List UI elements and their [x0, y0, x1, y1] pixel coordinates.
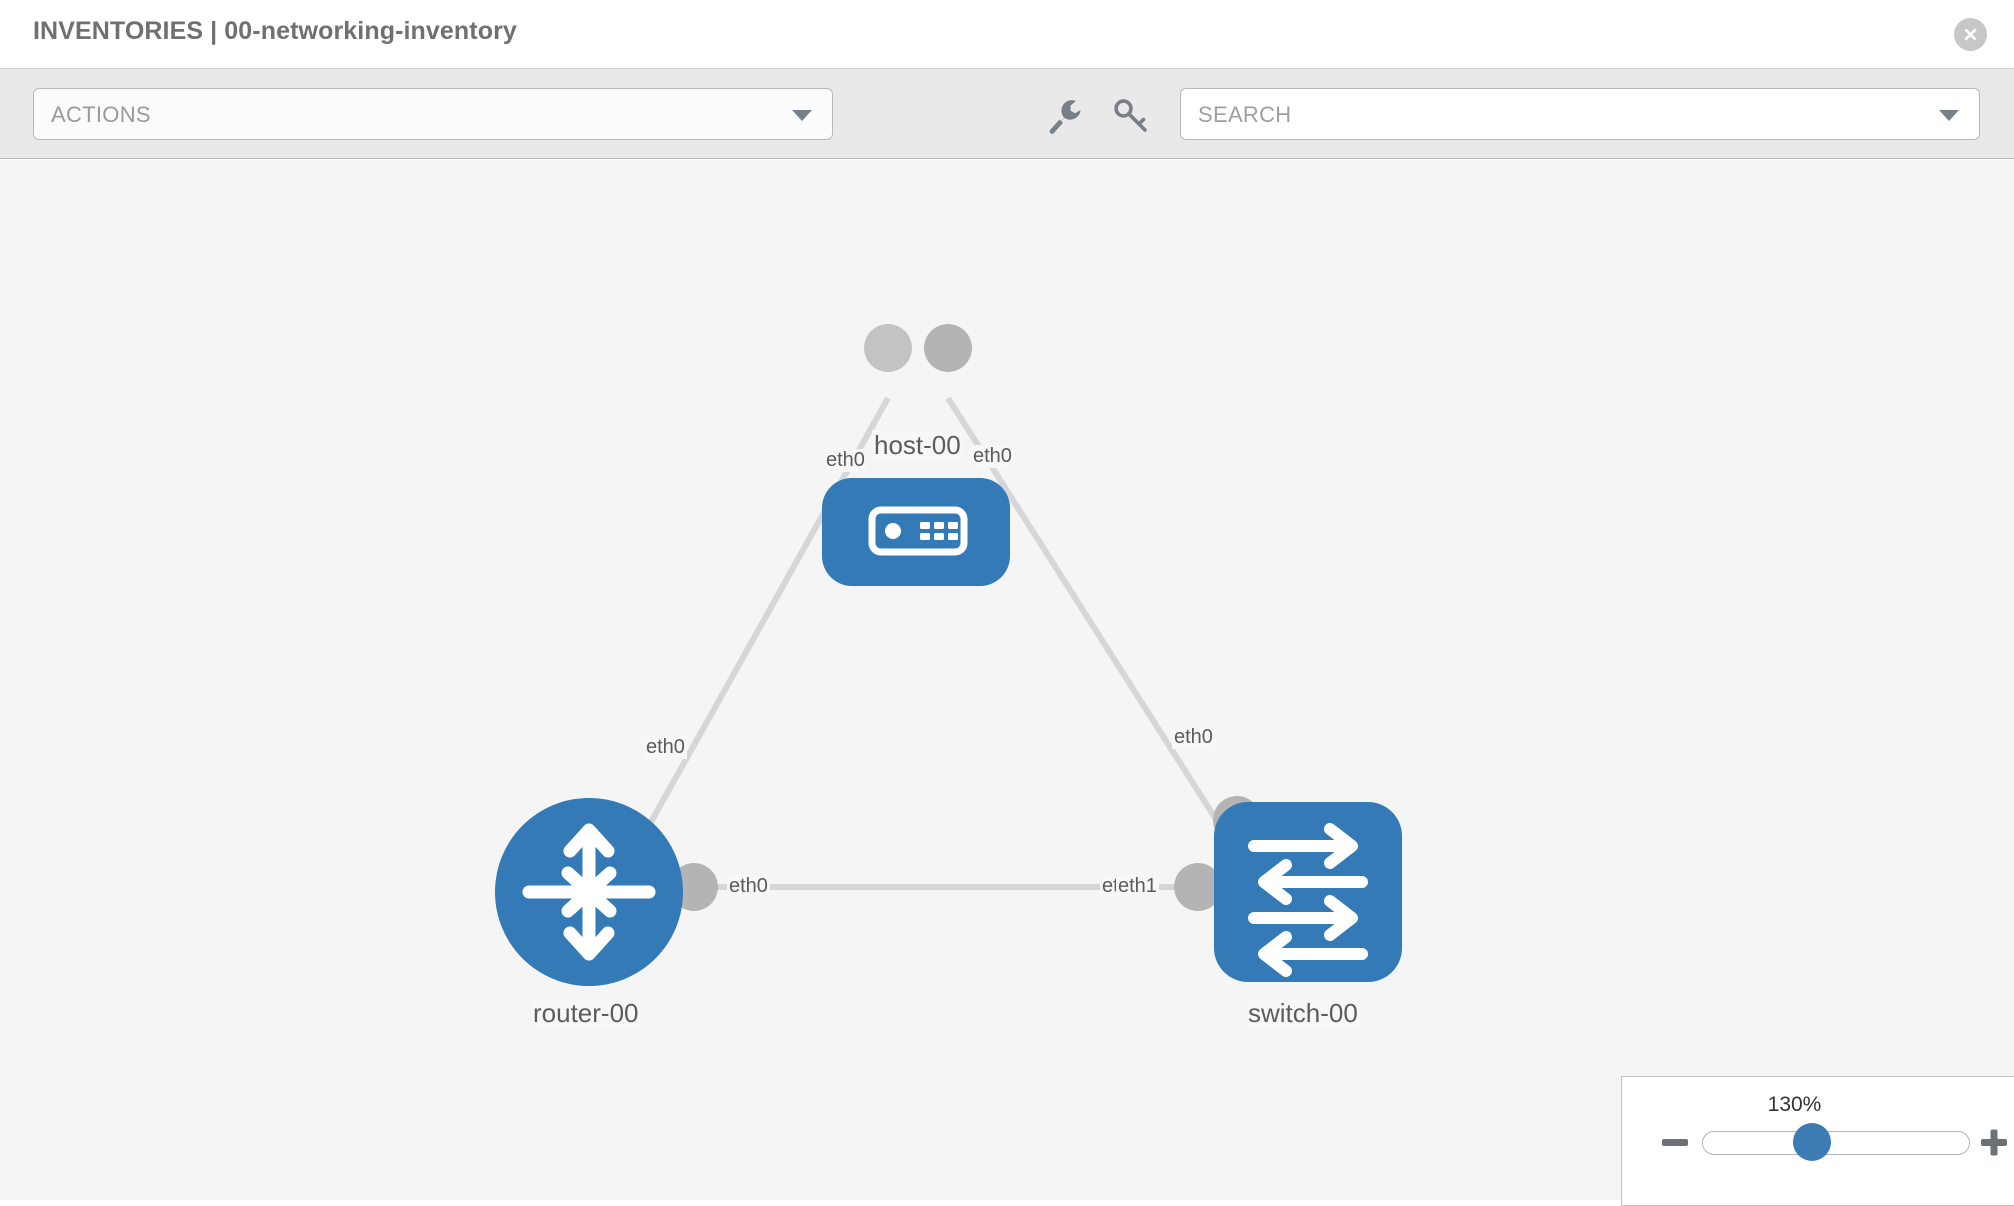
node-label-host: host-00	[872, 430, 963, 461]
node-host-00[interactable]	[822, 478, 1010, 586]
plus-icon[interactable]	[1977, 1125, 2011, 1159]
zoom-level-label: 130%	[1767, 1093, 1822, 1116]
zoom-slider[interactable]	[1702, 1131, 1970, 1155]
close-icon[interactable]	[1954, 18, 1987, 51]
edge-label-router-eth0: eth0	[727, 875, 770, 898]
interface-endpoints	[670, 324, 1261, 911]
node-label-router: router-00	[531, 998, 641, 1029]
key-icon[interactable]	[1110, 95, 1152, 135]
edge-label-switch-eth1: eth1	[1116, 875, 1159, 898]
zoom-control-panel: 130%	[1621, 1076, 2014, 1206]
node-switch-00[interactable]	[1214, 802, 1402, 982]
search-placeholder: SEARCH	[1198, 102, 1292, 127]
edge-label-switch-eth0-up: eth0	[1172, 726, 1215, 749]
topology-canvas[interactable]: host-00 router-00 switch-00 eth0 eth0 et…	[0, 160, 2014, 1200]
node-router-00[interactable]	[495, 798, 683, 986]
actions-label: ACTIONS	[51, 102, 151, 127]
page-header: INVENTORIES | 00-networking-inventory	[0, 0, 2014, 69]
actions-dropdown[interactable]: ACTIONS	[33, 88, 833, 140]
page-title: INVENTORIES | 00-networking-inventory	[33, 17, 517, 45]
toolbar: ACTIONS SEARCH	[0, 69, 2014, 159]
link-host-router	[624, 396, 891, 867]
wrench-icon[interactable]	[1043, 95, 1085, 135]
node-label-switch: switch-00	[1246, 998, 1360, 1029]
search-input[interactable]: SEARCH	[1180, 88, 1980, 140]
zoom-slider-thumb[interactable]	[1793, 1123, 1831, 1161]
edge-label-host-eth0-right: eth0	[971, 445, 1014, 468]
chevron-down-icon	[792, 110, 812, 121]
link-host-switch	[945, 396, 1248, 867]
chevron-down-icon	[1939, 110, 1959, 121]
edge-label-router-eth0-up: eth0	[644, 736, 687, 759]
topology-graph[interactable]	[0, 160, 2014, 1200]
minus-icon[interactable]	[1658, 1125, 1692, 1159]
edge-label-host-eth0-left: eth0	[824, 449, 867, 472]
